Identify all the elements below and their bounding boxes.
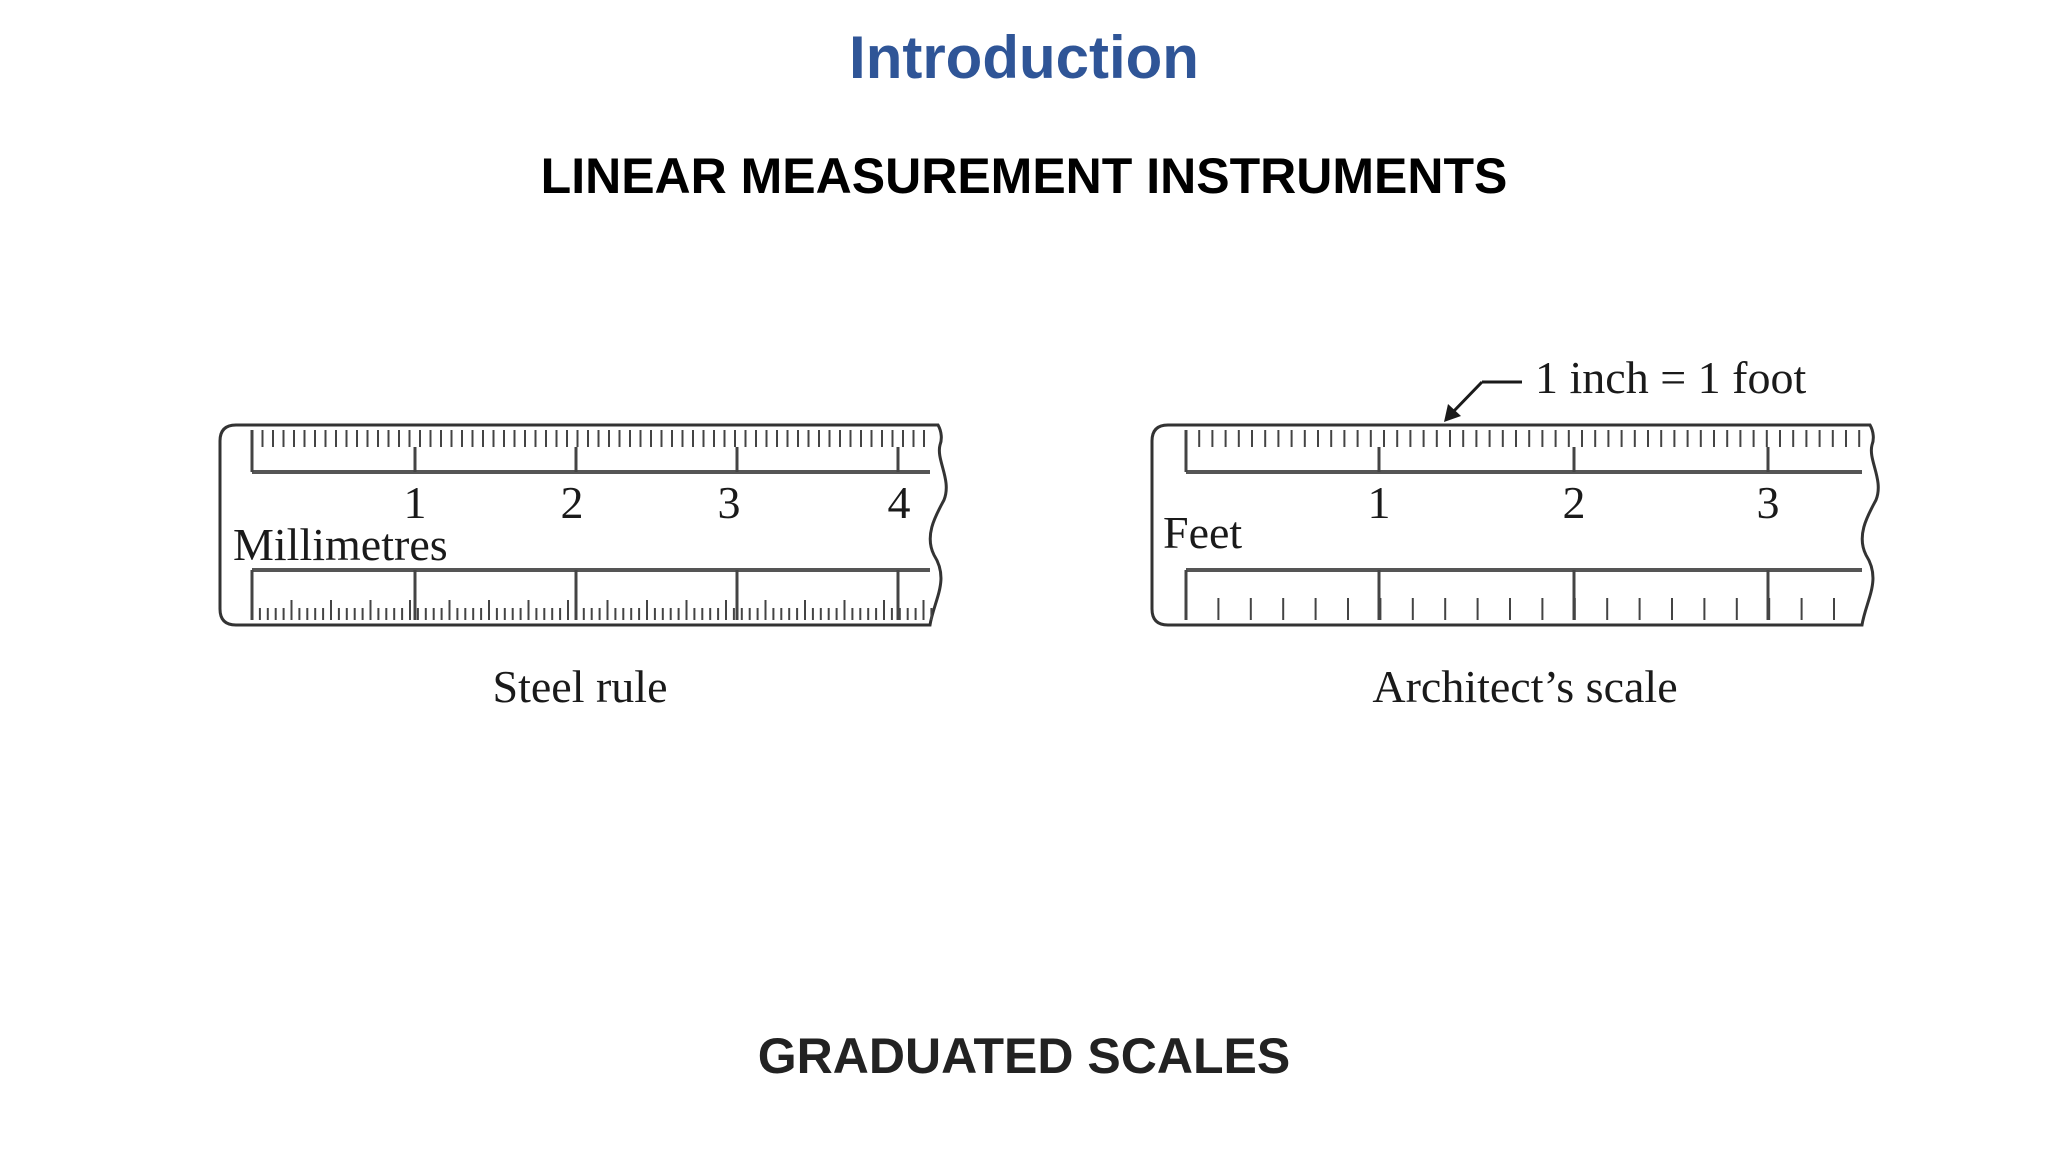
section-subtitle: LINEAR MEASUREMENT INSTRUMENTS xyxy=(540,148,1508,204)
steel-rule-number-4: 4 xyxy=(888,477,911,528)
architects-scale-callout: 1 inch = 1 foot xyxy=(1535,352,1806,403)
architects-scale-number-2: 2 xyxy=(1563,477,1586,528)
architects-scale-top-ticks xyxy=(1198,430,1861,447)
slide-title: Introduction xyxy=(849,24,1199,91)
architects-scale-number-1: 1 xyxy=(1368,477,1391,528)
steel-rule: 1 2 3 4 Millimetres Steel rule xyxy=(218,423,948,712)
section-footer-title: GRADUATED SCALES xyxy=(757,1028,1291,1084)
architects-scale: 1 2 3 Feet Architect’s scale 1 inch = 1 … xyxy=(1150,352,1880,712)
architects-scale-caption: Architect’s scale xyxy=(1372,661,1677,712)
steel-rule-number-3: 3 xyxy=(718,477,741,528)
architects-scale-outline xyxy=(1150,423,1880,627)
callout-arrowhead-icon xyxy=(1444,404,1461,422)
steel-rule-bottom-ticks xyxy=(258,600,933,620)
steel-rule-number-2: 2 xyxy=(561,477,584,528)
steel-rule-outline xyxy=(218,423,948,627)
steel-rule-top-ticks xyxy=(261,430,925,447)
architects-scale-major-ticks xyxy=(1377,447,1770,620)
steel-rule-caption: Steel rule xyxy=(493,661,668,712)
callout-arrow-shaft xyxy=(1450,380,1484,415)
steel-rule-unit-label: Millimetres xyxy=(233,519,448,570)
architects-scale-number-3: 3 xyxy=(1757,477,1780,528)
architects-scale-unit-label: Feet xyxy=(1163,507,1242,558)
steel-rule-number-1: 1 xyxy=(404,477,427,528)
steel-rule-major-ticks xyxy=(413,447,900,620)
